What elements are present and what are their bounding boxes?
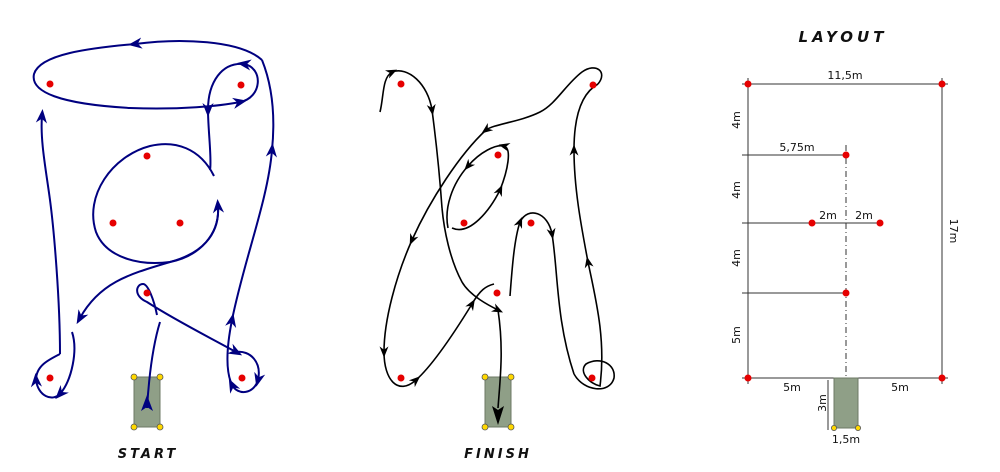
finish-arrow-icon [492,406,504,425]
start-caption: START [118,447,179,462]
finish-markers [397,80,597,382]
dim-seg-2: 4m [730,181,743,199]
dim-base-right: 5m [891,381,909,394]
layout-title: LAYOUT [799,28,888,46]
layout-box-corners [831,424,862,431]
dim-half-width: 5,75m [779,141,814,154]
finish-course-path [379,67,615,409]
layout-panel: LAYOUT 11, [730,28,960,446]
dim-box-width: 1,5m [832,433,860,446]
dim-offset-left: 2m [819,209,837,222]
dim-base-left: 5m [783,381,801,394]
finish-caption: FINISH [464,447,532,462]
dim-seg-1: 4m [730,111,743,129]
dim-box-height: 3m [816,394,829,412]
start-box-corners [130,373,164,431]
dim-offset-right: 2m [855,209,873,222]
layout-lines [742,78,948,430]
dim-seg-4: 5m [730,326,743,344]
layout-box [833,377,859,429]
dim-seg-3: 4m [730,249,743,267]
start-course-path [30,37,277,409]
dim-height-total: 17m [947,219,960,244]
finish-box-corners [481,373,515,431]
start-panel: START [30,37,277,462]
layout-markers [744,80,946,382]
finish-panel: FINISH [379,67,615,462]
dim-width-total: 11,5m [827,69,862,82]
start-markers [46,80,246,382]
